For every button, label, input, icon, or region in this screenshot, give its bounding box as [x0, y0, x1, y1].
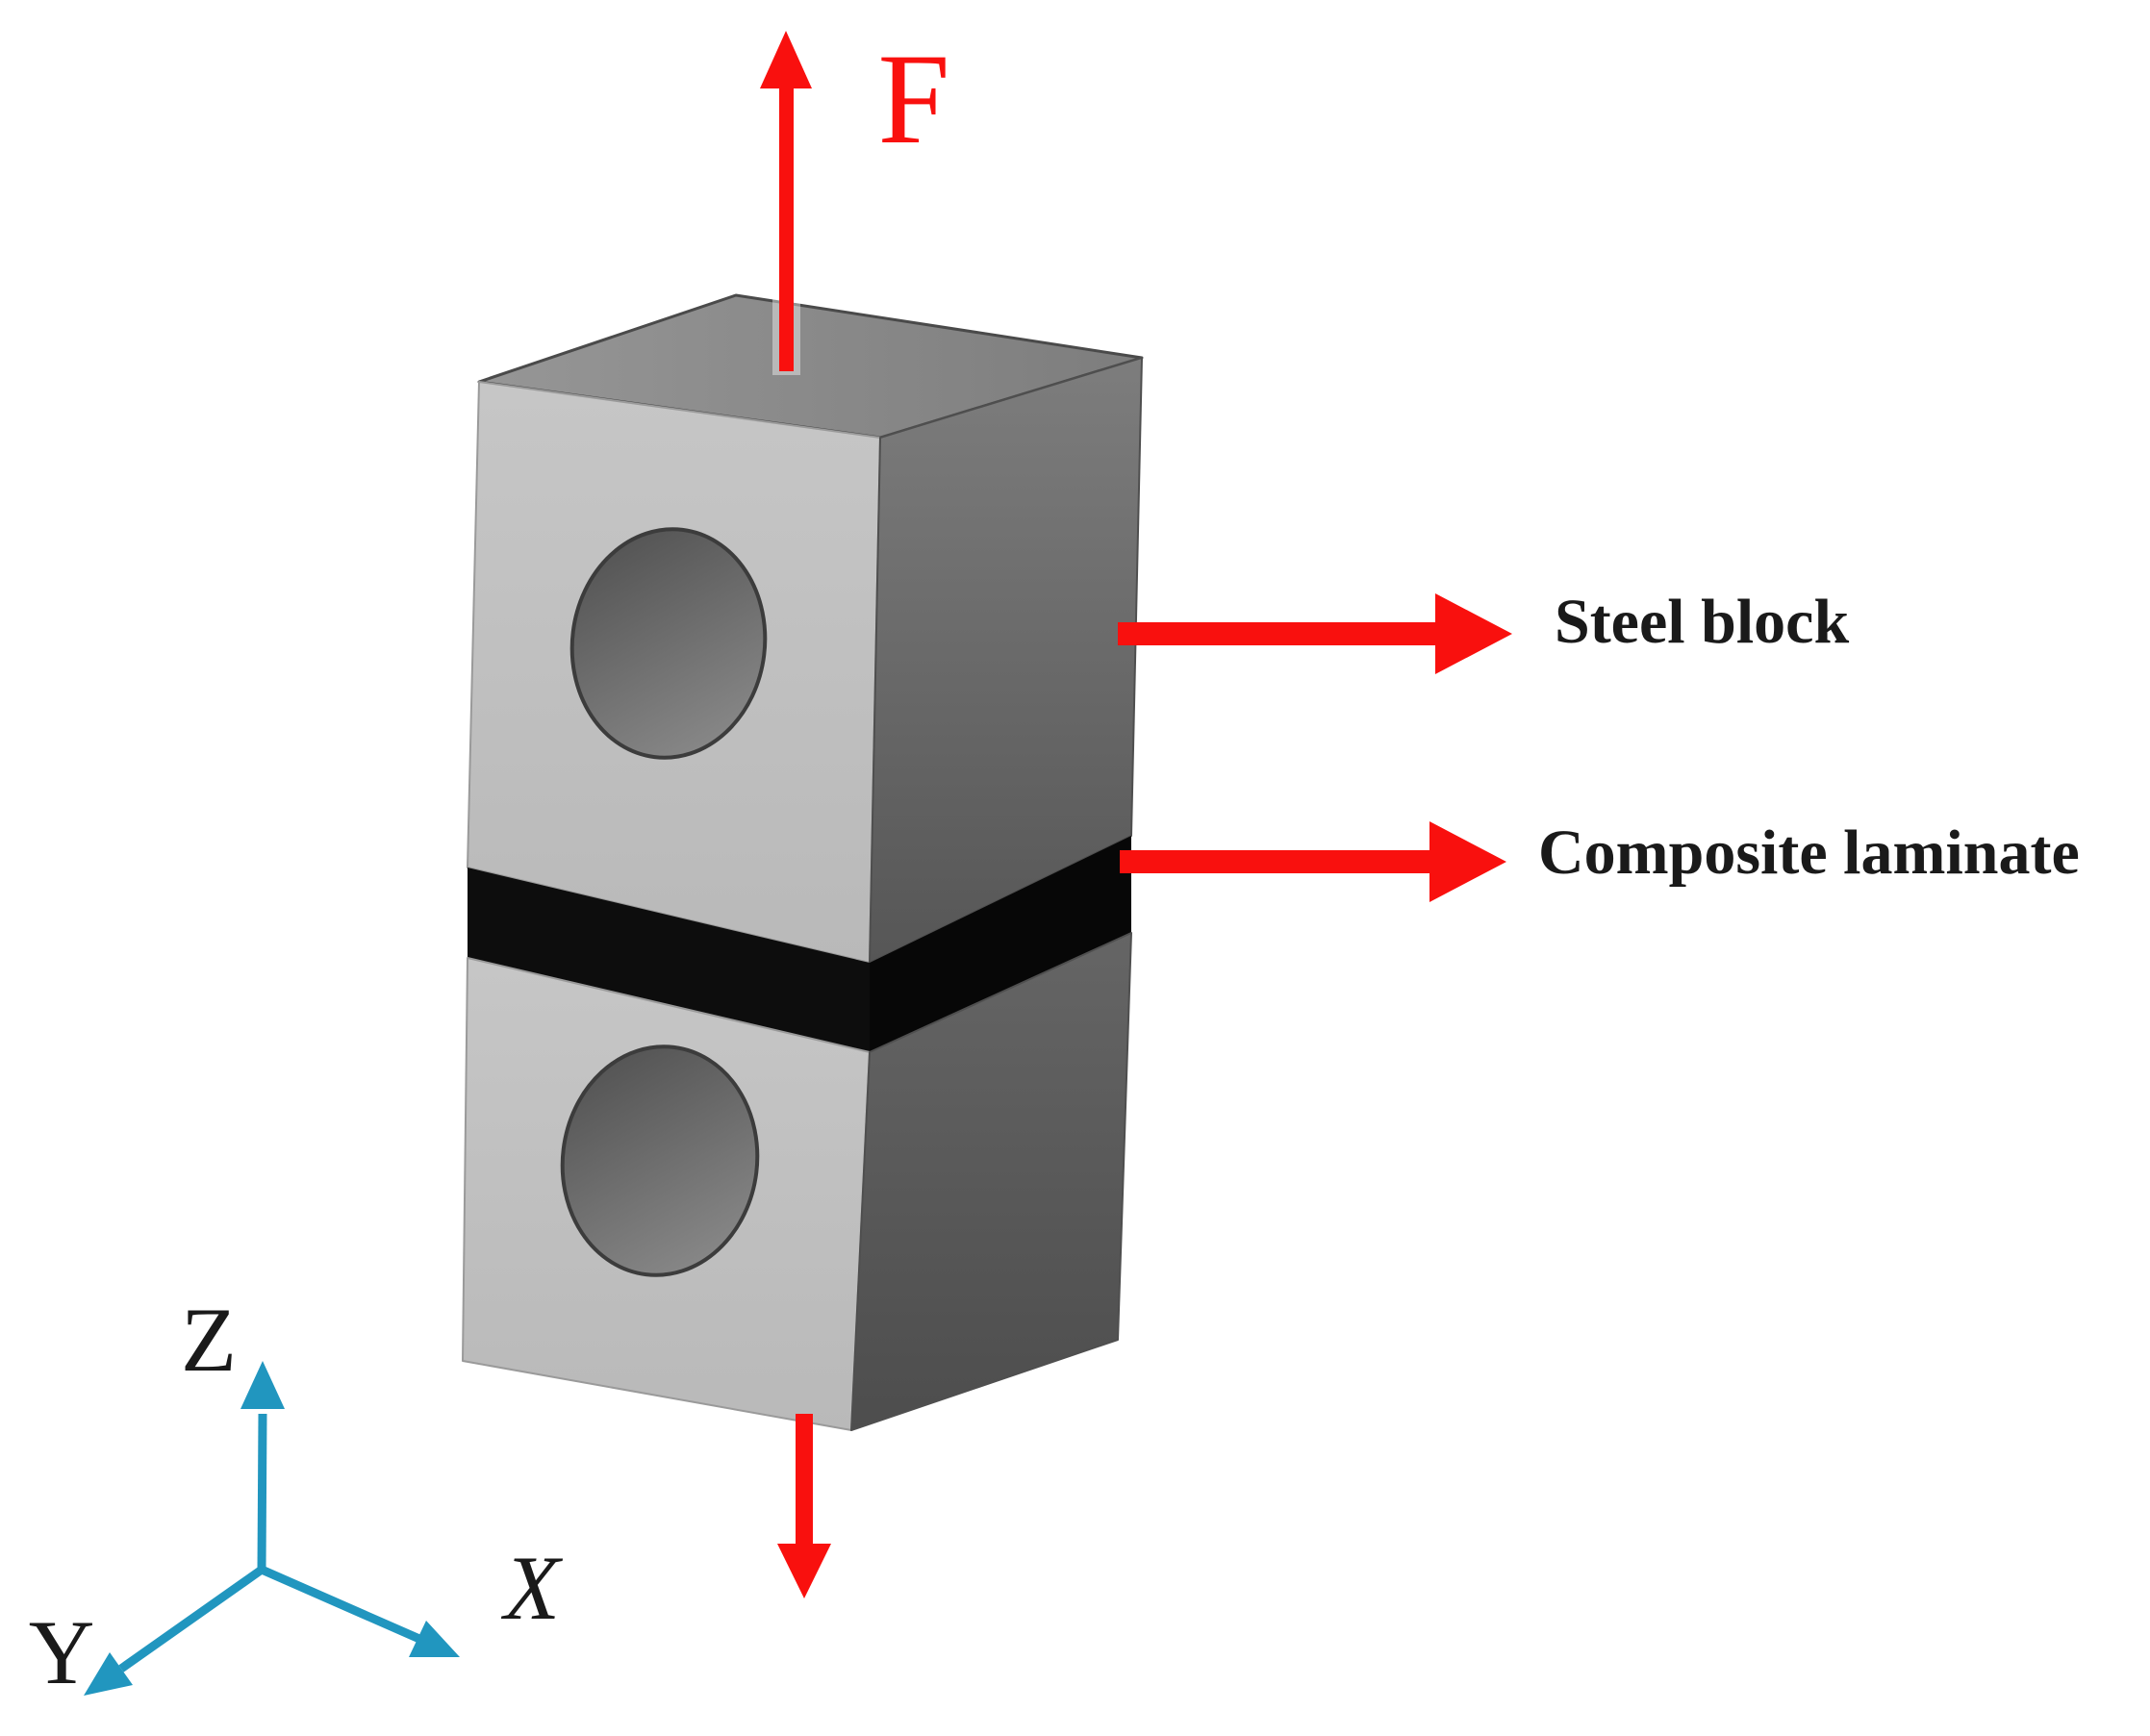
x-axis-arrowhead: [409, 1621, 460, 1657]
steel-block-label: Steel block: [1555, 587, 1849, 657]
y-axis-label: Y: [29, 1601, 95, 1703]
steel-block-pointer-arrow: [1118, 593, 1512, 674]
upper-block-hole: [569, 527, 768, 760]
composite-laminate-side: [870, 836, 1131, 1052]
y-axis-arrowhead: [84, 1652, 133, 1696]
composite-laminate-front: [468, 868, 870, 1052]
z-axis-label: Z: [181, 1289, 237, 1391]
coordinate-triad: [84, 1361, 460, 1696]
z-axis-arrowhead: [240, 1361, 285, 1409]
x-axis-line: [260, 1565, 421, 1644]
force-arrow-up-head: [760, 31, 812, 88]
lower-block-hole: [560, 1044, 760, 1277]
steel-block-pointer-head: [1435, 593, 1512, 674]
composite-laminate-label: Composite laminate: [1538, 818, 2080, 888]
y-axis-line: [118, 1566, 265, 1673]
force-arrow-up: [760, 31, 812, 375]
steel-block-pointer-shaft: [1118, 622, 1439, 645]
upper-steel-block: [467, 293, 1144, 964]
force-arrow-down: [777, 1414, 831, 1598]
force-arrow-down-head: [777, 1544, 831, 1598]
force-arrow-up-shaft: [779, 83, 794, 371]
x-axis-label: X: [500, 1537, 564, 1639]
composite-laminate-pointer-shaft: [1120, 850, 1433, 873]
composite-laminate-layer: [468, 836, 1131, 1052]
force-arrow-down-shaft: [796, 1414, 813, 1550]
composite-laminate-pointer-arrow: [1120, 821, 1506, 902]
force-label: F: [877, 28, 949, 171]
lower-steel-block: [462, 932, 1132, 1431]
composite-laminate-pointer-head: [1429, 821, 1506, 902]
lower-block-right-face: [850, 932, 1132, 1431]
z-axis-line: [257, 1413, 267, 1571]
